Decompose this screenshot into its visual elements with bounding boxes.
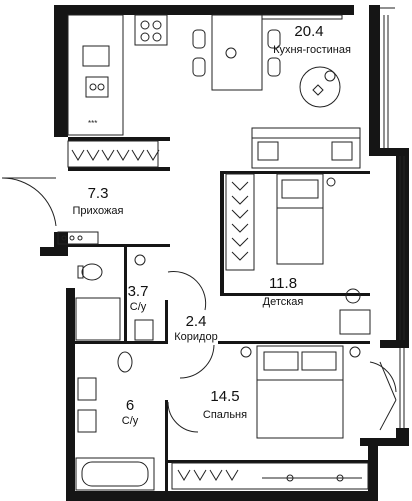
bedroom-name: Спальня	[202, 409, 248, 421]
corridor-name: Коридор	[174, 331, 218, 343]
windows	[380, 7, 405, 428]
bath1-fixtures	[75, 254, 154, 341]
nursery-area: 11.8	[268, 275, 298, 292]
kitchen-area: 20.4	[294, 23, 324, 40]
bath2-area: 6	[125, 397, 135, 414]
bath2-fixtures	[75, 351, 155, 491]
nursery-name: Детская	[262, 296, 304, 308]
bath2-name: С/у	[121, 415, 139, 427]
bath1-name: С/у	[129, 301, 147, 313]
kitchen-furniture: ***	[67, 14, 343, 136]
bedroom-furniture	[171, 345, 369, 490]
kitchen-name: Кухня-гостиная	[273, 44, 351, 56]
sofa	[251, 127, 361, 169]
bath1-area: 3.7	[127, 283, 149, 300]
walls	[40, 5, 409, 501]
bedroom-area: 14.5	[210, 388, 240, 405]
nursery-furniture	[225, 173, 371, 335]
hall-area: 7.3	[87, 185, 109, 202]
hall-wardrobe	[57, 140, 160, 245]
svg-text:***: ***	[88, 119, 97, 128]
corridor-area: 2.4	[185, 313, 207, 330]
hall-name: Прихожая	[72, 205, 124, 217]
doors	[1, 177, 397, 433]
